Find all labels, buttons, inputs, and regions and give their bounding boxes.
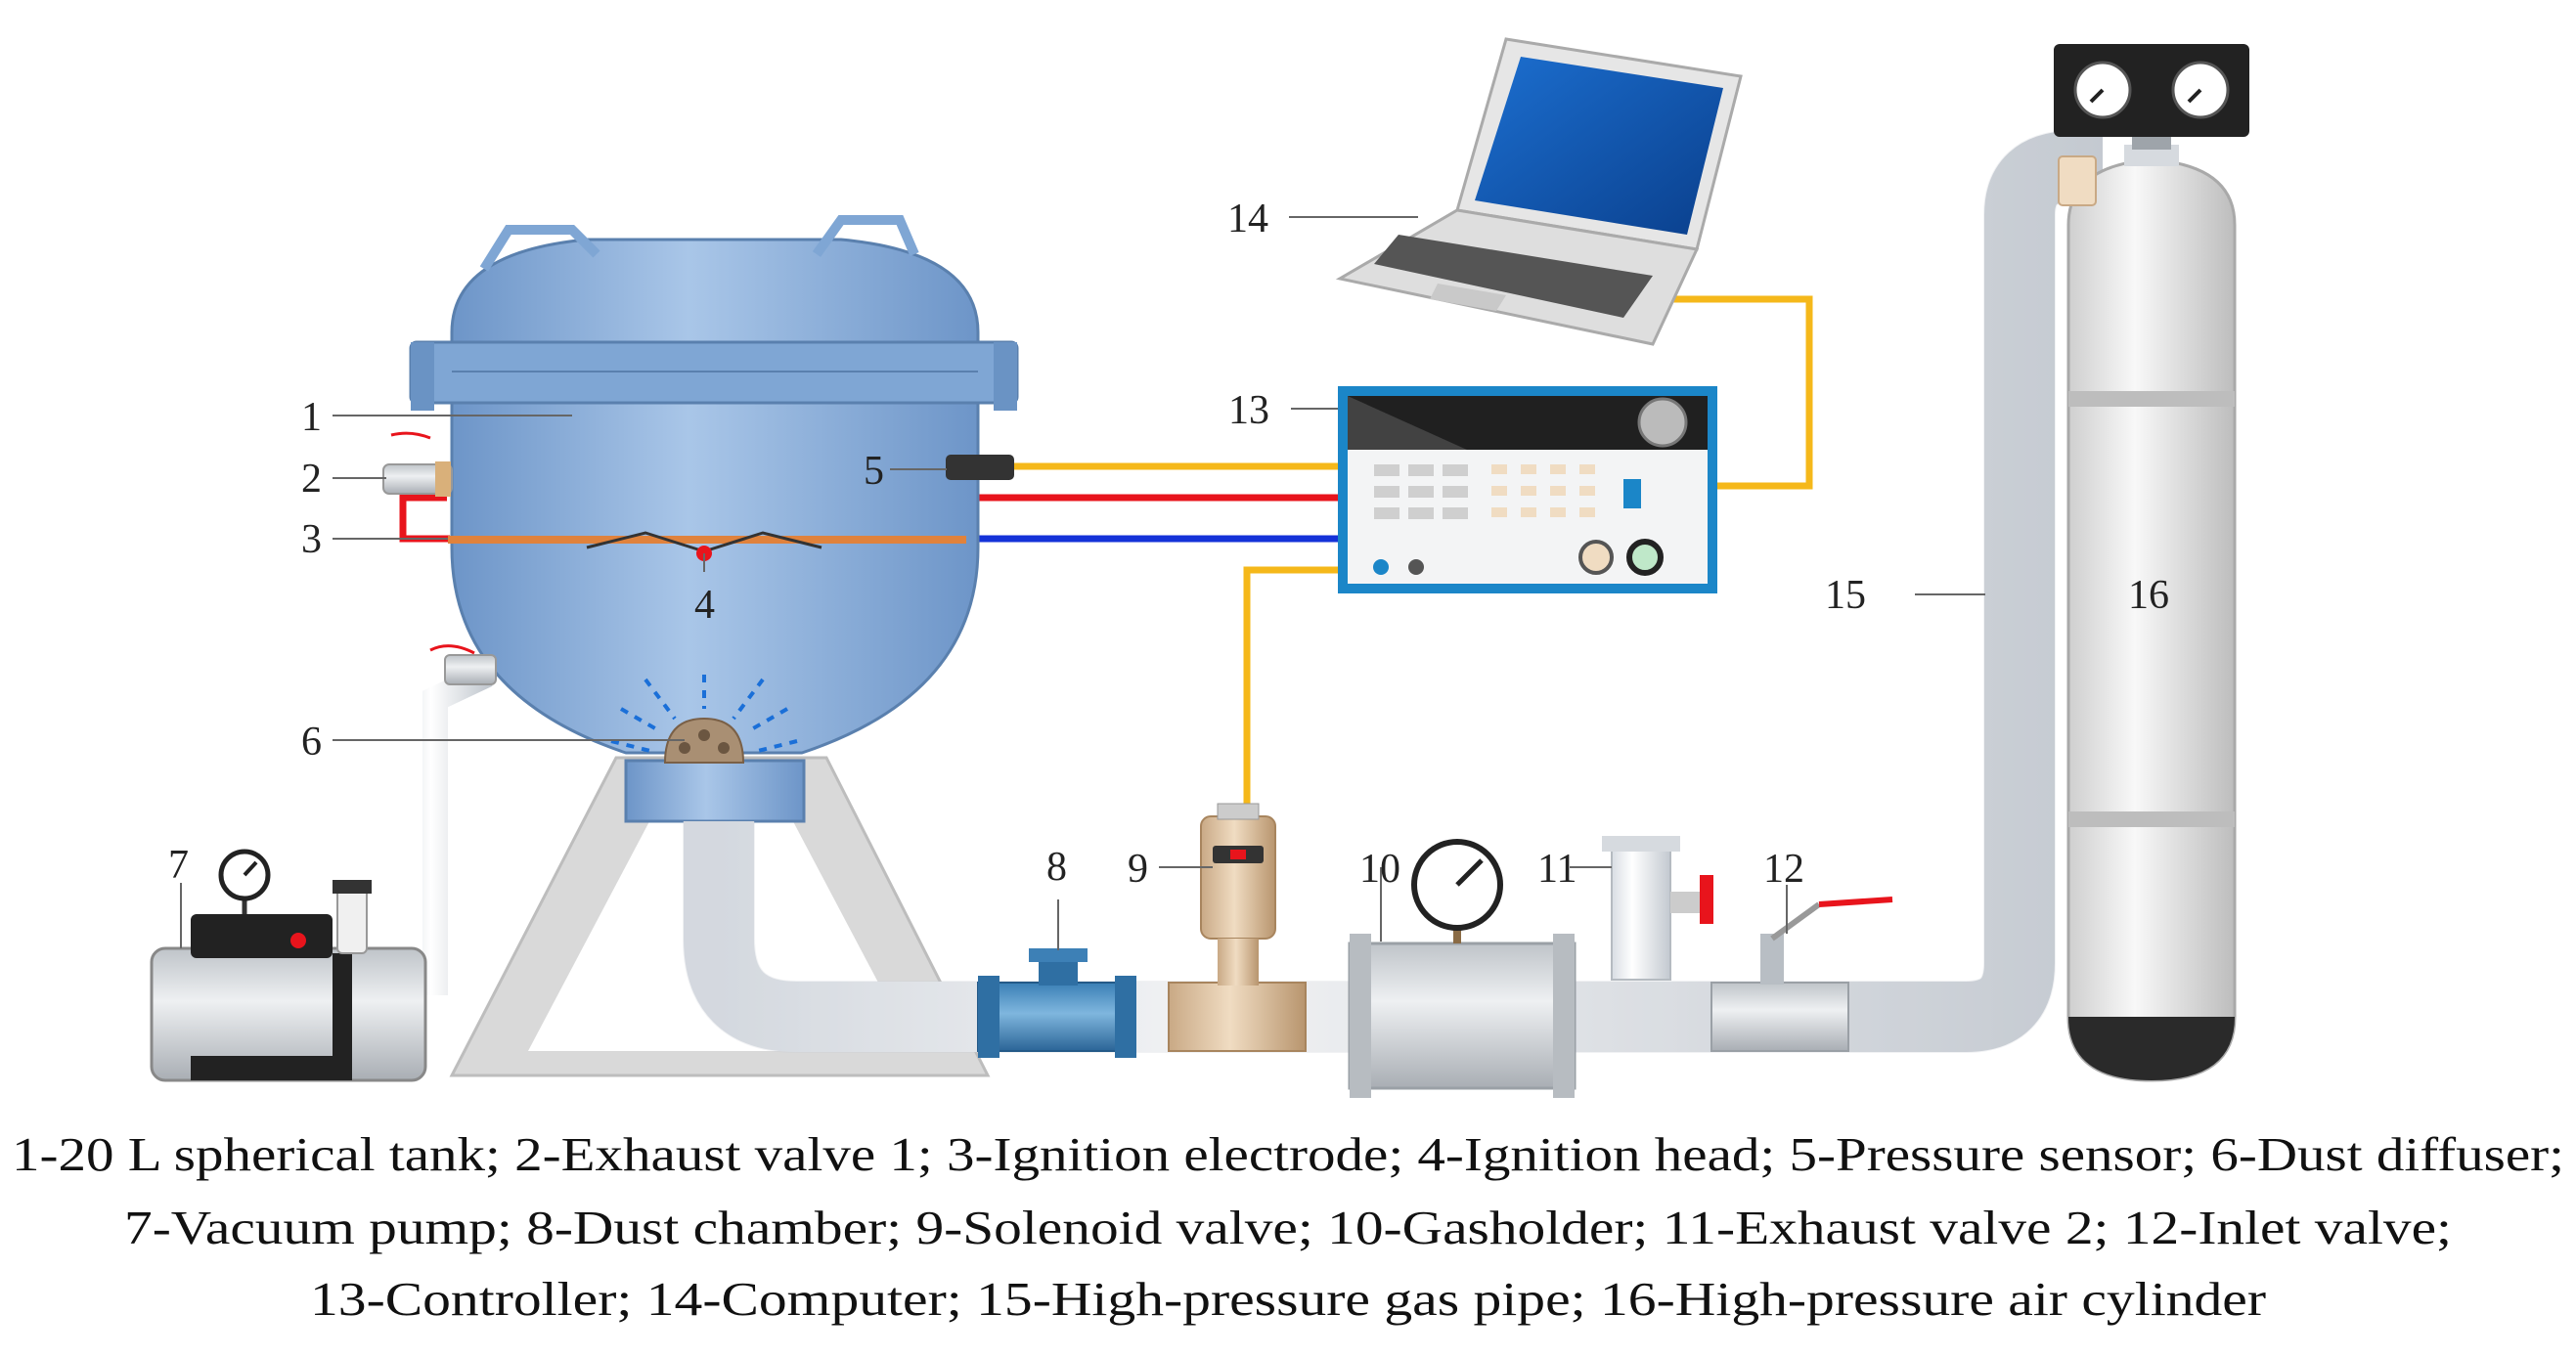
air-cylinder <box>2054 44 2249 1082</box>
vacuum-pump <box>150 849 427 1082</box>
computer-signal-wire <box>1663 295 1813 490</box>
caption-line-2: 7-Vacuum pump; 8-Dust chamber; 9-Solenoi… <box>124 1201 2452 1254</box>
label-13: 13 <box>1228 388 1269 433</box>
ignition-electrode <box>448 536 966 544</box>
label-3: 3 <box>301 517 322 562</box>
label-6: 6 <box>301 720 322 765</box>
leader-lines <box>180 216 1985 950</box>
label-8: 8 <box>1046 845 1067 890</box>
figure-caption: 1-20 L spherical tank; 2-Exhaust valve 1… <box>12 1127 2564 1326</box>
main-pipe <box>683 130 2103 1053</box>
solenoid-signal-wire <box>1243 566 1342 807</box>
pressure-sensor <box>946 455 1014 480</box>
label-10: 10 <box>1359 847 1400 892</box>
caption-line-1: 1-20 L spherical tank; 2-Exhaust valve 1… <box>12 1127 2564 1181</box>
label-1: 1 <box>301 395 322 440</box>
gasholder <box>1348 839 1577 1098</box>
label-12: 12 <box>1763 847 1804 892</box>
solenoid-valve <box>1168 803 1307 1052</box>
computer <box>1335 37 1743 346</box>
label-2: 2 <box>301 457 322 502</box>
number-labels: 1 2 3 4 5 6 7 8 9 10 11 12 13 14 15 16 <box>168 197 2169 892</box>
label-7: 7 <box>168 843 189 888</box>
dust-chamber <box>977 948 1136 1058</box>
cylinder-regulator <box>2054 44 2249 137</box>
spherical-tank <box>382 215 1019 764</box>
label-4: 4 <box>694 583 715 628</box>
caption-line-3: 13-Controller; 14-Computer; 15-High-pres… <box>310 1272 2266 1326</box>
controller-knob-icon <box>1637 397 1688 448</box>
vacuum-line <box>401 644 497 995</box>
label-5: 5 <box>864 449 884 494</box>
controller-buttons <box>1491 464 1595 517</box>
label-11: 11 <box>1537 847 1577 892</box>
dust-diffuser <box>610 675 798 764</box>
label-16: 16 <box>2128 573 2169 618</box>
exhaust-valve-1 <box>382 431 453 497</box>
controller-keypad <box>1374 464 1468 519</box>
label-9: 9 <box>1128 847 1148 892</box>
label-15: 15 <box>1825 573 1866 618</box>
controller <box>1338 386 1717 593</box>
inlet-valve <box>1710 897 1893 1052</box>
label-14: 14 <box>1227 197 1268 241</box>
exhaust-valve-2 <box>1602 836 1713 981</box>
